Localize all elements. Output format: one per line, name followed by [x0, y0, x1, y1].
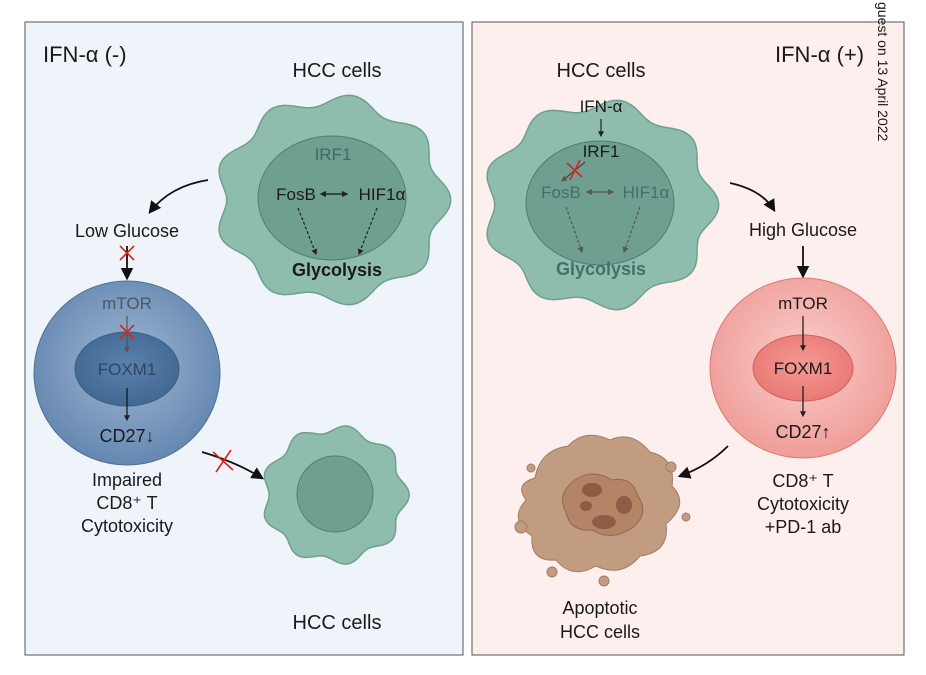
left-glucose-label: Low Glucose	[75, 221, 179, 241]
right-mtor-label: mTOR	[778, 294, 828, 313]
right-fosb-glycolysis-arrow	[565, 206, 584, 254]
right-cd27-label: CD27↑	[775, 422, 830, 442]
right-glycolysis-label: Glycolysis	[556, 259, 646, 279]
right-outcome-line-1: CD8⁺ T	[772, 471, 833, 491]
left-outcome-line-1: Impaired	[92, 470, 162, 490]
left-hcc-cell-label: HCC cells	[293, 60, 382, 82]
left-hcc-to-glucose-arrow	[148, 179, 209, 214]
left-mtor-inhibit-mark	[119, 324, 135, 340]
left-target-hcc-nucleus	[296, 455, 374, 533]
watermark-text: guest on 13 April 2022	[875, 2, 891, 142]
right-outcome-line-2: Cytotoxicity	[757, 494, 849, 514]
right-hcc-to-glucose-arrow	[729, 182, 776, 213]
right-condition-label: IFN-α (+)	[775, 42, 864, 67]
apoptotic-label-line-2: HCC cells	[560, 622, 640, 642]
left-tcell-to-hcc-arrow	[201, 451, 265, 480]
right-foxm1-label: FOXM1	[774, 359, 833, 378]
right-irf1-inhibit-mark	[566, 159, 583, 181]
right-outcome-line-3: +PD-1 ab	[765, 517, 842, 537]
left-glycolysis-label: Glycolysis	[292, 260, 382, 280]
apoptotic-label-line-1: Apoptotic	[562, 598, 637, 618]
right-ifna-label: IFN-α	[580, 97, 623, 116]
right-tcell-to-apoptotic-arrow	[677, 445, 729, 479]
right-hcc-cell-label: HCC cells	[557, 60, 646, 82]
apoptotic-hcc-cell	[514, 434, 691, 587]
left-hif1a-label: HIF1α	[359, 185, 406, 204]
left-fosb-label: FosB	[276, 185, 316, 204]
left-glucose-inhibit-mark	[119, 245, 135, 261]
right-hcc-nucleus	[525, 140, 675, 266]
left-killing-inhibit-mark	[212, 449, 234, 473]
left-fosb-glycolysis-arrow	[297, 207, 318, 256]
right-glucose-label: High Glucose	[749, 220, 857, 240]
left-foxm1-label: FOXM1	[98, 360, 157, 379]
left-hif1a-glycolysis-arrow	[357, 207, 378, 256]
left-cd27-label: CD27↓	[99, 426, 154, 446]
left-condition-label: IFN-α (-)	[43, 42, 127, 67]
left-outcome-line-2: CD8⁺ T	[96, 493, 157, 513]
left-mtor-label: mTOR	[102, 294, 152, 313]
left-outcome-line-3: Cytotoxicity	[81, 516, 173, 536]
right-fosb-label: FosB	[541, 183, 581, 202]
left-target-hcc-label: HCC cells	[293, 612, 382, 634]
right-hif1a-glycolysis-arrow	[622, 206, 641, 254]
right-hif1a-label: HIF1α	[623, 183, 670, 202]
left-irf1-label: IRF1	[315, 145, 352, 164]
right-irf1-label: IRF1	[583, 142, 620, 161]
